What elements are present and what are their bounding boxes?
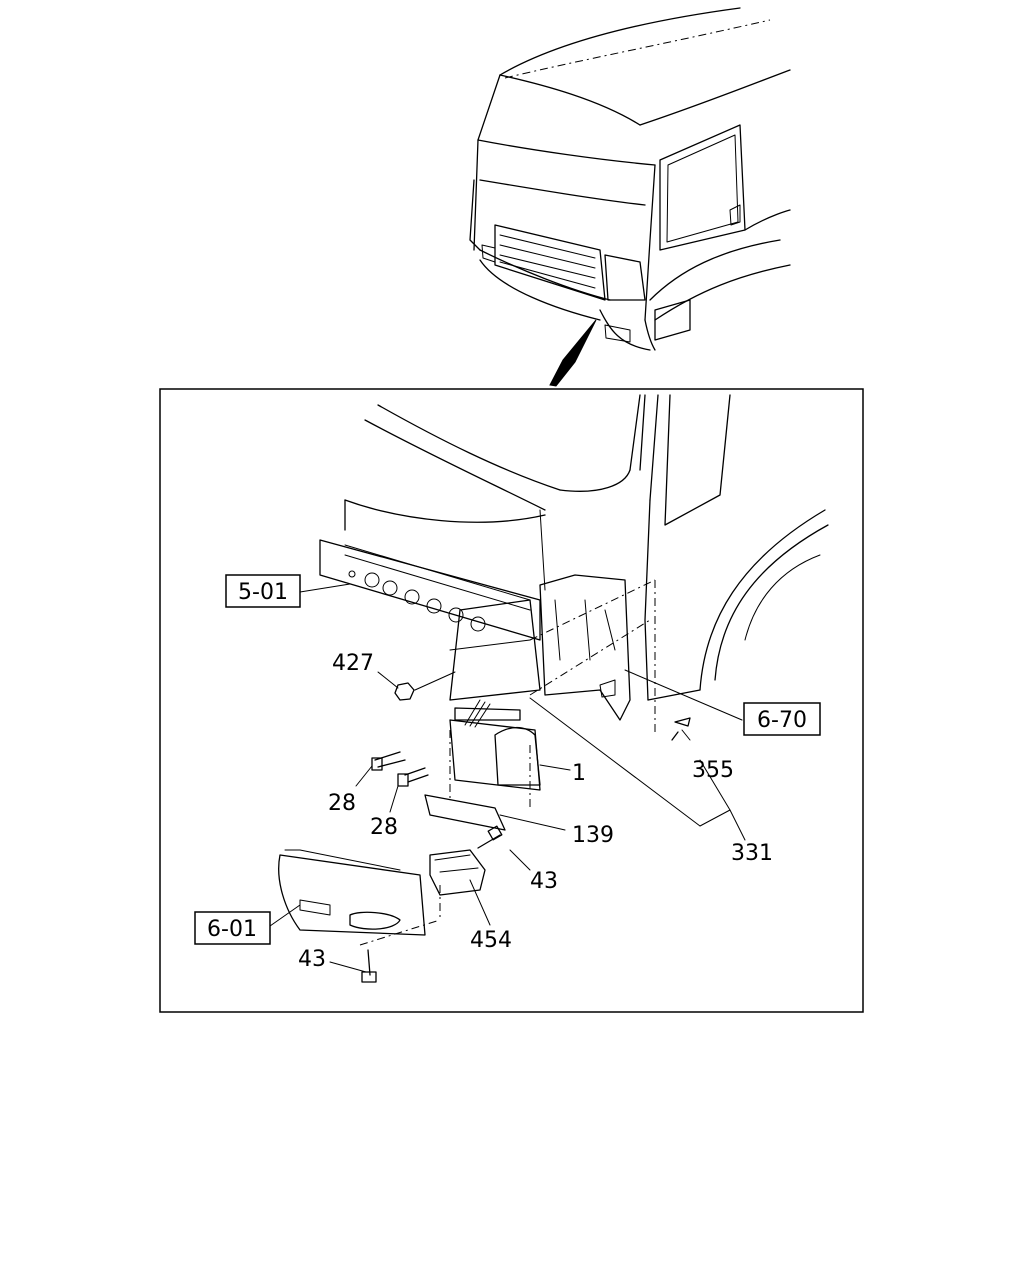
part-label-43-upper: 43 (530, 869, 558, 894)
ref-label-6-70: 6-70 (757, 708, 807, 733)
part-label-28-lower: 28 (370, 815, 398, 840)
leader-lines (269, 583, 746, 973)
part-label-355: 355 (692, 758, 734, 783)
ref-box-5-01: 5-01 (225, 574, 301, 608)
part-label-331: 331 (731, 841, 773, 866)
detail-frame (159, 388, 864, 1013)
part-label-139: 139 (572, 823, 614, 848)
ref-label-5-01: 5-01 (238, 580, 288, 605)
part-label-43-lower: 43 (298, 947, 326, 972)
part-label-1: 1 (572, 761, 586, 786)
cab-corner-detail (278, 394, 829, 983)
truck-cab-overview (469, 7, 791, 351)
part-label-427: 427 (332, 651, 374, 676)
ref-box-6-01: 6-01 (194, 911, 271, 945)
part-label-454: 454 (470, 928, 512, 953)
ref-box-6-70: 6-70 (743, 702, 821, 736)
part-label-28-upper: 28 (328, 791, 356, 816)
detail-pointer-arrow (549, 319, 597, 387)
ref-label-6-01: 6-01 (207, 917, 257, 942)
